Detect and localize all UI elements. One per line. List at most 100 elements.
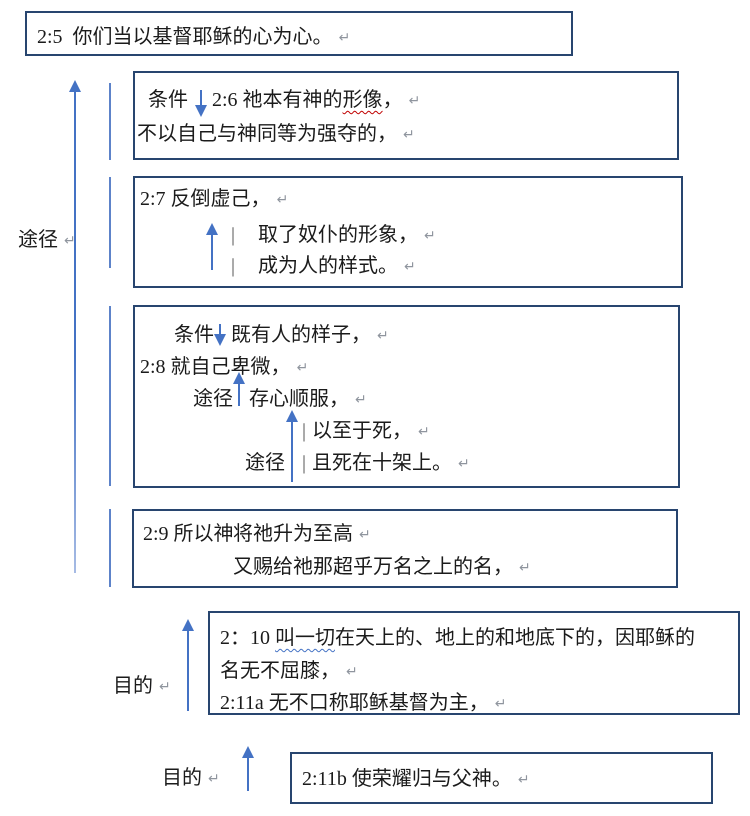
arrow-stem [238,382,240,406]
ascent-arrow-2-7[interactable] [206,223,218,270]
verse-2-9-line1-left: 2:9 所以神 [143,523,234,545]
verse-2-8-line5: 且死在十架上。 ↵ [312,450,470,478]
verse-2-5-text: 2:5 你们当以基督耶稣的心为心。 ↵ [37,24,350,52]
purpose-label-1-text: 目的 [113,675,153,697]
verse-2-5-body: 2:5 你们当以基督耶稣的心为心。 [37,26,333,48]
return-mark: ↵ [519,560,531,576]
return-mark: ↵ [159,679,171,695]
return-mark: ↵ [404,259,416,275]
return-mark: ↵ [458,456,470,472]
verse-2-10-line1-post: 在天上的、地上的和地底下的，因耶稣的 [335,627,695,649]
verse-2-6-line2-text: 不以自己与神同等为强夺的， [137,123,397,145]
verse-2-8-line1: 既有人的样子，↵ [231,322,389,350]
verse-2-6-line1-post: ， [382,89,403,111]
arrow-head-icon [242,746,254,758]
way-main-arrow[interactable] [69,80,81,573]
verse-2-10-line2-text: 名无不屈膝， [220,660,340,682]
verse-2-9-line1-right: 将祂升为至高 ↵ [233,521,371,549]
purpose-label-2: 目的 ↵ [162,765,220,793]
way-arrow-2-8b[interactable] [286,410,298,482]
verse-2-8-line3-text: 存心顺服， [249,388,349,410]
verse-2-9-line1-right-text: 将祂升为至高 [233,523,353,545]
verse-2-11a-line: 2:11a 无不口称耶稣基督为主，↵ [220,690,506,718]
verse-2-6-line2: 不以自己与神同等为强夺的， ↵ [137,121,415,149]
divider-bar: | [231,224,236,246]
textbox-verse-2-5[interactable] [25,11,573,56]
verse-2-10-line2: 名无不屈膝， ↵ [220,658,358,686]
purpose-label-2-text: 目的 [162,767,202,789]
divider-bar: | [302,452,307,474]
guide-line-4[interactable] [109,509,111,587]
arrow-head-icon [182,619,194,631]
condition-arrow-down-2-8[interactable] [214,324,226,346]
verse-2-10-line1: 2：10 叫一切在天上的、地上的和地底下的，因耶稣的 [220,625,695,651]
textbox-verse-2-11b[interactable] [290,752,713,804]
return-mark: ↵ [346,664,358,680]
guide-line-1[interactable] [109,83,111,160]
return-mark: ↵ [276,192,289,208]
arrow-head-icon [286,410,298,422]
arrow-head-icon [69,80,81,92]
return-mark: ↵ [517,772,530,788]
return-mark: ↵ [64,233,76,249]
textbox-verse-2-6[interactable] [133,71,679,160]
arrow-stem [187,629,189,711]
grammar-flagged-word: 叫一切 [275,627,335,649]
return-mark: ↵ [359,527,371,543]
verse-2-8-line5-text: 且死在十架上。 [312,452,452,474]
verse-2-8-line4: 以至于死，↵ [312,418,430,446]
condition-label-2-8: 条件 [174,324,214,346]
divider-bar: | [302,420,307,442]
textbox-verse-2-7[interactable] [133,176,683,288]
arrow-stem [247,756,249,791]
arrow-head-icon [206,223,218,235]
verse-2-11a-text: 2:11a 无不口称耶稣基督为主， [220,692,489,714]
verse-2-11b-text: 2:11b 使荣耀归与父神。 [302,768,512,790]
verse-2-7-line2: 取了奴仆的形象， ↵ [258,222,436,250]
verse-2-7-line1: 2:7 反倒虚己， ↵ [140,186,288,214]
verse-2-8-line1-text: 既有人的样子， [231,324,371,346]
verse-2-7-line1-text: 2:7 反倒虚己， [140,188,271,210]
purpose-label-1: 目的 ↵ [113,673,171,701]
way-label-2-8b: 途径 [245,452,285,474]
verse-2-9-line2-text: 又赐给祂那超乎万名之上的名， [233,556,513,578]
return-mark: ↵ [338,30,351,46]
verse-2-8-line2: 2:8 就自己卑微，↵ [140,354,308,382]
purpose-arrow-2[interactable] [242,746,254,791]
way-main-label: 途径 ↵ [18,227,76,255]
arrow-head-icon [195,105,207,117]
condition-arrow-down-2-6[interactable] [195,90,207,117]
return-mark: ↵ [403,127,415,143]
return-mark: ↵ [296,360,309,376]
return-mark: ↵ [355,392,367,408]
verse-2-8-line3: 存心顺服， ↵ [249,386,367,414]
spellcheck-flagged-word: 形像 [342,89,383,111]
arrow-head-icon [214,334,226,346]
way-arrow-2-8a[interactable] [233,372,245,406]
guide-line-3[interactable] [109,306,111,486]
arrow-stem [200,90,202,107]
verse-2-9-line2: 又赐给祂那超乎万名之上的名， ↵ [233,554,531,582]
verse-2-10-line1-pre: 2：10 [220,627,275,649]
verse-2-7-line3-text: 成为人的样式。 [258,255,398,277]
arrow-head-icon [233,372,245,384]
return-mark: ↵ [208,771,220,787]
arrow-stem [291,420,293,482]
verse-2-7-line2-text: 取了奴仆的形象， [258,224,418,246]
way-label-2-8a: 途径 [193,388,233,410]
verse-2-11b-line: 2:11b 使荣耀归与父神。 ↵ [302,766,530,794]
verse-2-6-line1-pre: 2:6 祂本有神的 [212,89,343,111]
return-mark: ↵ [424,228,436,244]
textbox-verse-2-9[interactable] [132,509,678,588]
return-mark: ↵ [418,424,430,440]
arrow-stem [211,233,213,270]
way-main-label-text: 途径 [18,229,58,251]
guide-line-2[interactable] [109,177,111,268]
verse-2-7-line3: 成为人的样式。 ↵ [258,253,416,281]
verse-2-6-line1: 2:6 祂本有神的形像，↵ [212,87,420,115]
purpose-arrow-1[interactable] [182,619,194,711]
textbox-verse-2-10[interactable] [208,611,740,715]
arrow-stem [219,324,221,336]
arrow-stem [74,90,76,573]
